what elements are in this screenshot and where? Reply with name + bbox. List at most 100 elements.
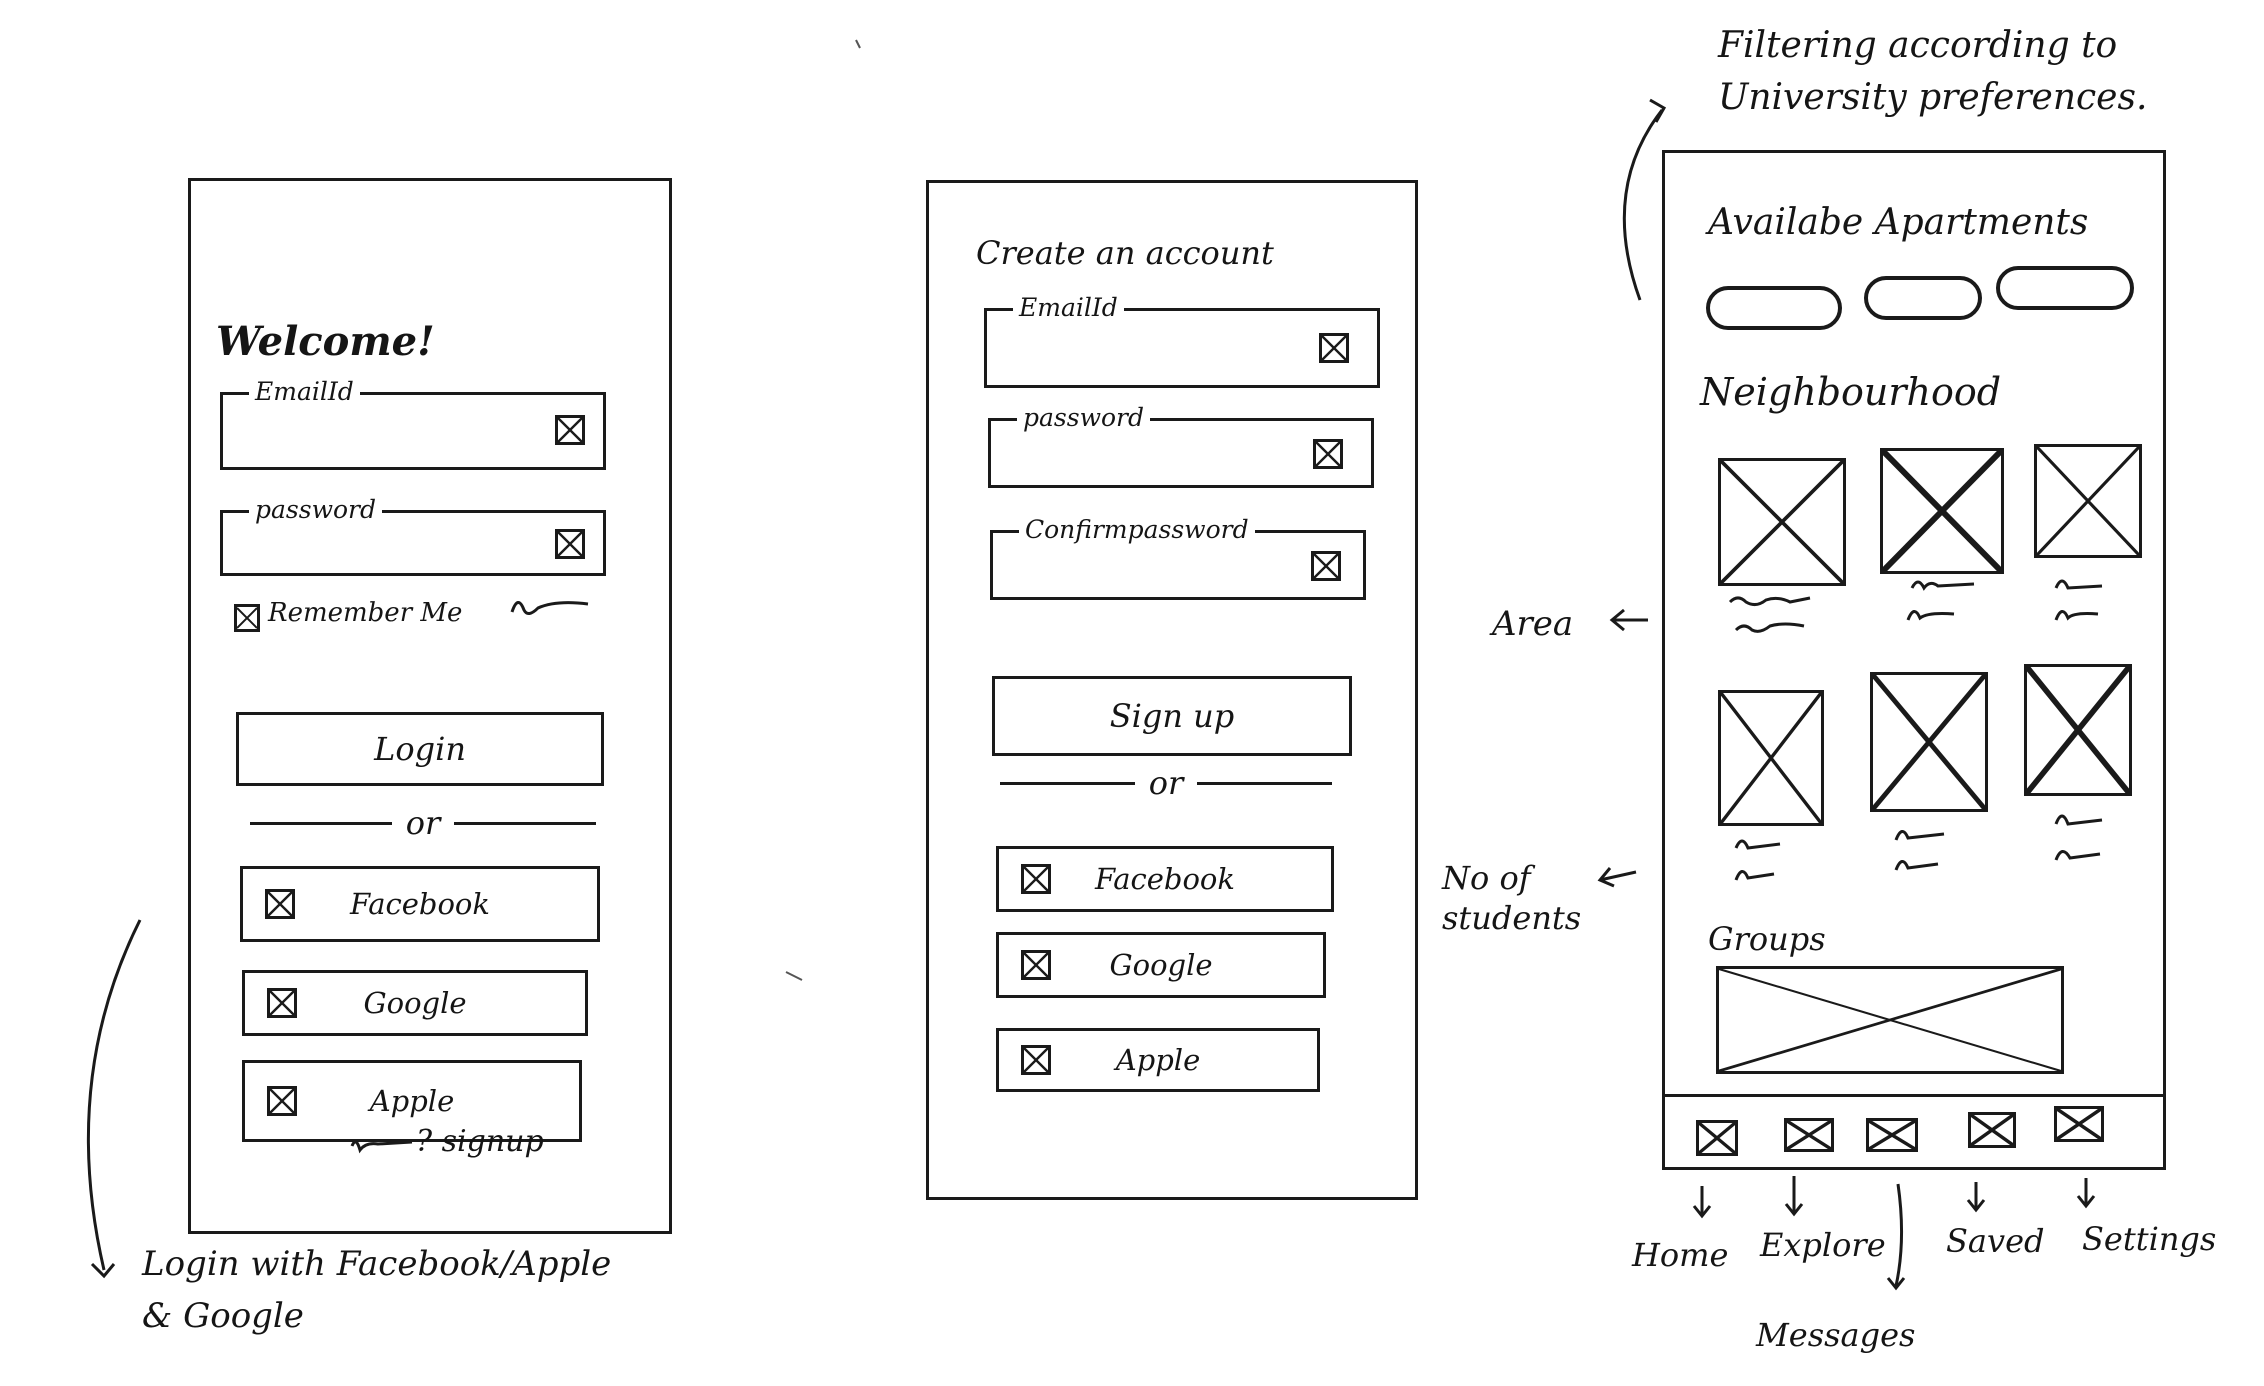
nav-label-saved: Saved [1946,1222,2045,1260]
google-label: Google [1109,948,1213,982]
area-text-scribble [1906,580,1975,621]
signup-link[interactable]: ? signup [416,1124,544,1159]
social-login-arrow [86,919,142,1271]
filter-annotation: Filtering according to University prefer… [1718,20,2147,124]
area-annotation: Area [1492,604,1574,644]
or-divider: or [250,804,596,842]
nav-label-explore: Explore [1760,1226,1886,1264]
apple-icon [267,1086,297,1116]
area-arrowhead [1609,608,1625,632]
nav-arrowhead-home [1692,1205,1712,1219]
neighbourhood-image[interactable] [1880,448,2004,574]
facebook-login-button[interactable]: Facebook [240,866,600,942]
pen-mark [785,971,803,981]
facebook-icon [265,889,295,919]
apartment-filter-chip[interactable] [1996,266,2134,310]
students-text-scribble [1894,830,1945,871]
apartment-filter-chip[interactable] [1864,276,1982,320]
filter-annotation-line-2: University preferences. [1718,77,2148,118]
scribble-text [350,1140,413,1154]
nav-label-home: Home [1632,1236,1729,1274]
image-placeholder-icon [1311,551,1341,581]
bottom-nav-bar [1662,1094,2166,1097]
remember-me-checkbox[interactable] [234,604,260,632]
neighbourhood-heading: Neighbourhood [1700,370,2002,414]
facebook-icon [1021,864,1051,894]
welcome-heading: Welcome! [216,318,435,365]
signup-email-field[interactable]: EmailId [984,293,1380,388]
nav-arrowhead-settings [2076,1195,2096,1209]
image-placeholder-icon [1313,439,1343,469]
nav-label-messages: Messages [1756,1316,1916,1354]
login-button[interactable]: Login [236,712,604,786]
students-annotation-line-2: students [1442,899,1582,937]
scribble-text [510,601,589,615]
filter-arrowhead [1649,98,1667,123]
image-placeholder-icon [555,415,585,445]
login-screen-frame [188,178,672,1234]
or-divider: or [1000,764,1332,802]
neighbourhood-image[interactable] [2024,664,2132,796]
nav-arrowhead-explore [1784,1203,1804,1217]
nav-arrowhead-messages [1886,1277,1906,1291]
social-login-annotation: Login with Facebook/Apple & Google [142,1238,611,1342]
apple-login-button[interactable]: Apple [242,1060,582,1142]
students-arrowhead [1597,867,1615,888]
nav-label-settings: Settings [2082,1220,2217,1258]
or-label: or [405,804,441,842]
pen-mark [855,39,861,49]
social-login-annotation-line-1: Login with Facebook/Apple [142,1244,612,1284]
email-label: EmailId [249,377,360,406]
or-label: or [1148,764,1184,802]
social-login-arrowhead [90,1262,116,1279]
area-text-scribble [1728,596,1811,633]
students-arrow [1599,870,1637,882]
explore-nav-icon[interactable] [1784,1118,1834,1152]
facebook-label: Facebook [1095,862,1235,896]
apple-signup-button[interactable]: Apple [996,1028,1320,1092]
students-text-scribble [2054,814,2103,861]
signup-link-label: signup [441,1124,544,1159]
google-label: Google [363,986,467,1020]
neighbourhood-image[interactable] [1870,672,1988,812]
home-nav-icon[interactable] [1696,1120,1738,1156]
nav-arrow-messages [1894,1183,1904,1287]
students-annotation: No of students [1442,858,1581,938]
apple-label: Apple [369,1084,455,1118]
filter-annotation-line-1: Filtering according to [1718,25,2118,66]
password-field[interactable]: password [220,495,606,576]
google-icon [1021,950,1051,980]
students-annotation-line-1: No of [1442,859,1531,897]
create-account-heading: Create an account [976,234,1274,272]
remember-me-label: Remember Me [268,598,463,628]
apple-icon [1021,1045,1051,1075]
groups-banner[interactable] [1716,966,2064,1074]
neighbourhood-image[interactable] [1718,690,1824,826]
neighbourhood-image[interactable] [1718,458,1846,586]
image-placeholder-icon [1319,333,1349,363]
apartment-filter-chip[interactable] [1706,286,1842,330]
settings-nav-icon[interactable] [2054,1106,2104,1142]
groups-heading: Groups [1708,920,1826,958]
email-field[interactable]: EmailId [220,377,606,470]
confirm-password-label: Confirmpassword [1019,515,1255,544]
google-icon [267,988,297,1018]
home-screen-frame [1662,150,2166,1170]
facebook-signup-button[interactable]: Facebook [996,846,1334,912]
saved-nav-icon[interactable] [1968,1112,2016,1148]
nav-arrowhead-saved [1966,1199,1986,1213]
messages-nav-icon[interactable] [1866,1118,1918,1152]
image-placeholder-icon [555,529,585,559]
confirm-password-field[interactable]: Confirmpassword [990,515,1366,600]
facebook-label: Facebook [350,887,490,921]
students-text-scribble [1734,839,1781,881]
signup-button[interactable]: Sign up [992,676,1352,756]
apartments-heading: Availabe Apartments [1708,202,2089,243]
google-signup-button[interactable]: Google [996,932,1326,998]
google-login-button[interactable]: Google [242,970,588,1036]
social-login-annotation-line-2: & Google [142,1296,304,1336]
password-label: password [1017,403,1150,432]
neighbourhood-image[interactable] [2034,444,2142,558]
signup-password-field[interactable]: password [988,403,1374,488]
